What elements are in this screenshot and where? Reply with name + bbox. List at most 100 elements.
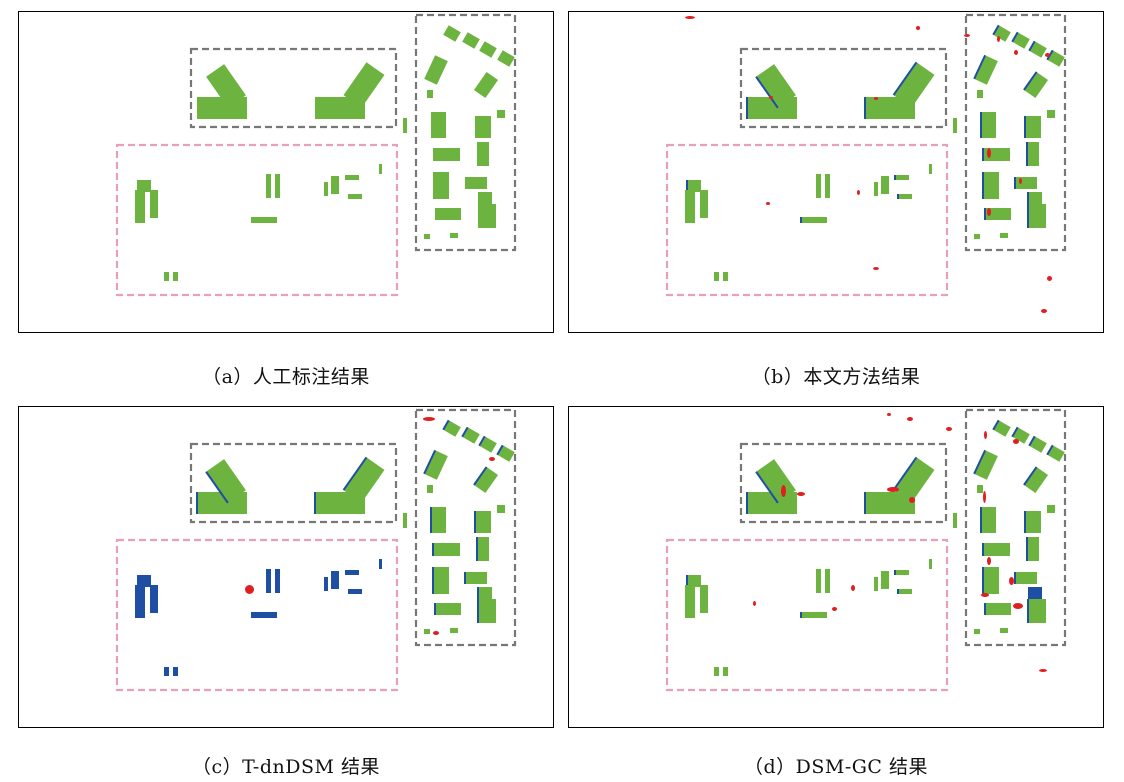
building-footprint [865, 97, 915, 119]
false-alarm-blob [781, 485, 786, 497]
building-footprint [473, 466, 499, 494]
panel-b-ours [568, 11, 1104, 333]
missed-edge [982, 543, 984, 556]
building-footprint [983, 543, 1010, 556]
missed-edge [1026, 537, 1028, 561]
building-footprint [898, 589, 912, 594]
building-footprint [985, 208, 1011, 220]
building-footprint [977, 485, 983, 493]
missed-edge [686, 575, 688, 587]
missed-edge [205, 471, 229, 504]
false-alarm-blob [753, 601, 756, 606]
false-alarm-blob [685, 16, 695, 19]
false-alarm-blob [245, 585, 254, 594]
missed-edge [496, 444, 504, 456]
missed-edge [196, 492, 198, 514]
building-footprint [983, 172, 999, 199]
panel-c-tdndsm [18, 406, 554, 728]
building-footprint [497, 50, 515, 67]
building-footprint [974, 450, 998, 480]
caption-a: （a）人工标注结果 [202, 366, 370, 388]
missed-edge [1024, 511, 1026, 533]
building-footprint [1047, 50, 1065, 67]
building-footprint [164, 667, 169, 676]
false-alarm-blob [1019, 178, 1022, 184]
building-footprint [433, 567, 449, 594]
dashed-region-box [739, 47, 948, 129]
false-alarm-blob [769, 96, 773, 99]
building-footprint [983, 148, 1010, 161]
building-footprint [475, 116, 491, 138]
building-footprint [164, 272, 169, 281]
building-footprint [1027, 142, 1039, 166]
building-footprint [723, 667, 728, 676]
caption-c: （c）T-dnDSM 结果 [192, 756, 380, 778]
dashed-region-box [189, 47, 398, 129]
building-footprint [348, 194, 362, 199]
building-footprint [497, 110, 505, 118]
false-alarm-blob [1009, 577, 1014, 585]
building-footprint [403, 513, 407, 528]
building-footprint [424, 234, 430, 239]
building-footprint [981, 507, 996, 533]
false-alarm-blob [987, 557, 991, 565]
building-footprint [825, 569, 830, 593]
building-footprint [801, 612, 827, 618]
building-footprint [424, 629, 430, 634]
building-footprint [431, 112, 446, 138]
building-footprint [895, 175, 909, 180]
missed-edge [1028, 435, 1036, 447]
panel-c-map [115, 408, 517, 692]
caption-b: （b）本文方法结果 [751, 366, 921, 388]
building-footprint [427, 485, 433, 493]
building-footprint [479, 436, 497, 453]
missed-edge [800, 217, 802, 223]
missed-edge [982, 148, 984, 161]
building-footprint [714, 667, 719, 676]
building-footprint [150, 585, 158, 613]
false-alarm-blob [1013, 603, 1023, 609]
building-footprint [1023, 71, 1049, 99]
building-footprint [685, 585, 695, 618]
building-footprint [379, 164, 382, 174]
building-footprint [881, 571, 889, 589]
building-footprint [433, 172, 449, 199]
false-alarm-blob [423, 417, 435, 421]
dashed-region-box [665, 143, 949, 297]
building-footprint [345, 570, 359, 575]
building-footprint [477, 142, 489, 166]
building-footprint [881, 176, 889, 194]
building-footprint [985, 603, 1011, 615]
false-alarm-blob [1045, 53, 1050, 57]
building-footprint [497, 445, 515, 462]
building-footprint [1025, 511, 1041, 533]
missed-edge [864, 97, 866, 119]
building-footprint [1000, 233, 1008, 238]
building-footprint [1029, 436, 1047, 453]
building-footprint [895, 570, 909, 575]
building-footprint [443, 25, 461, 42]
dashed-region-box [414, 13, 517, 252]
building-footprint [1015, 572, 1037, 584]
building-footprint [137, 575, 151, 587]
building-footprint [953, 513, 957, 528]
missed-edge [464, 572, 466, 584]
building-footprint [977, 90, 983, 98]
panel-d-map [665, 408, 1067, 692]
building-footprint [465, 572, 487, 584]
missed-edge [686, 180, 688, 192]
dashed-region-box [964, 13, 1067, 252]
building-footprint [251, 612, 277, 618]
building-footprint [197, 97, 247, 119]
missed-edge [980, 112, 982, 138]
building-footprint [433, 148, 460, 161]
missed-edge [477, 587, 479, 599]
building-footprint [1047, 445, 1065, 462]
missed-edge [894, 175, 896, 180]
building-footprint [206, 64, 246, 108]
missed-edge [1011, 31, 1019, 43]
building-footprint [953, 118, 957, 133]
building-footprint [478, 587, 492, 599]
building-footprint [1027, 537, 1039, 561]
building-footprint [315, 97, 365, 119]
